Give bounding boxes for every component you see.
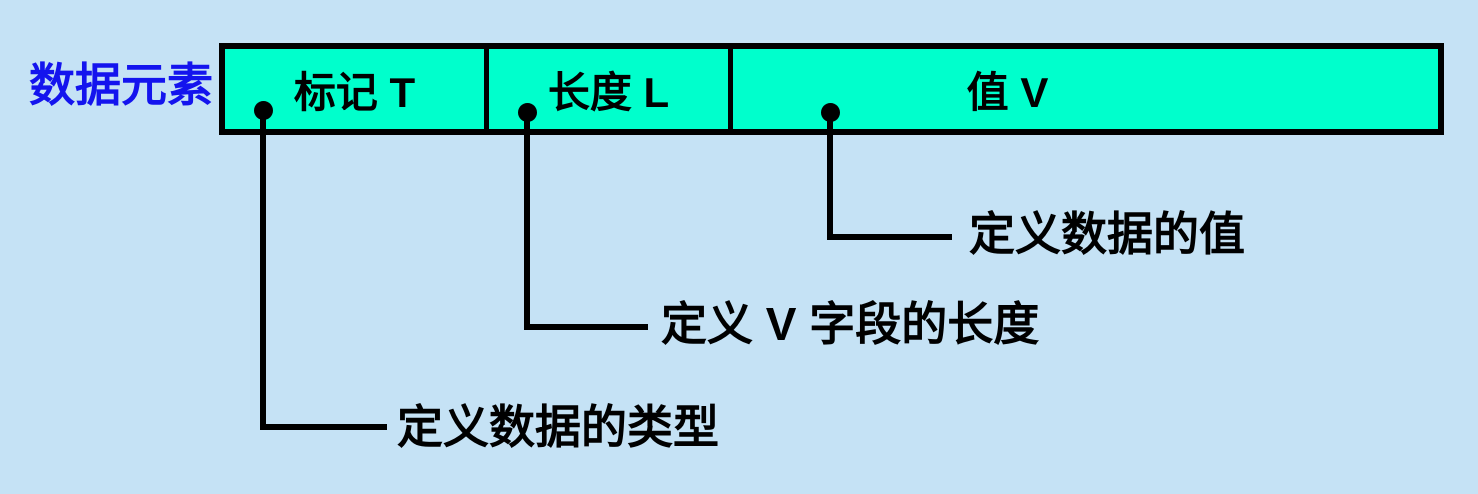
field-length: 长度 L — [489, 49, 733, 129]
row-label: 数据元素 — [29, 59, 213, 111]
value-connector-dot — [821, 103, 840, 122]
length-connector-hline — [524, 324, 648, 330]
value-connector-hline — [827, 234, 952, 240]
tag-connector-vline — [260, 110, 266, 430]
field-value-label: 值 V — [966, 68, 1049, 116]
field-value: 值 V — [733, 49, 1438, 129]
length-connector-dot — [518, 103, 537, 122]
length-annotation: 定义 V 字段的长度 — [661, 298, 1040, 350]
value-annotation: 定义数据的值 — [969, 208, 1245, 260]
tag-annotation: 定义数据的类型 — [397, 401, 719, 453]
field-tag: 标记 T — [225, 49, 489, 129]
tag-connector-hline — [260, 424, 387, 430]
tlv-bar: 标记 T 长度 L 值 V — [219, 43, 1444, 135]
length-connector-vline — [524, 112, 530, 330]
field-length-label: 长度 L — [547, 68, 670, 116]
tag-connector-dot — [254, 101, 273, 120]
field-tag-label: 标记 T — [293, 68, 416, 116]
value-connector-vline — [827, 112, 833, 240]
